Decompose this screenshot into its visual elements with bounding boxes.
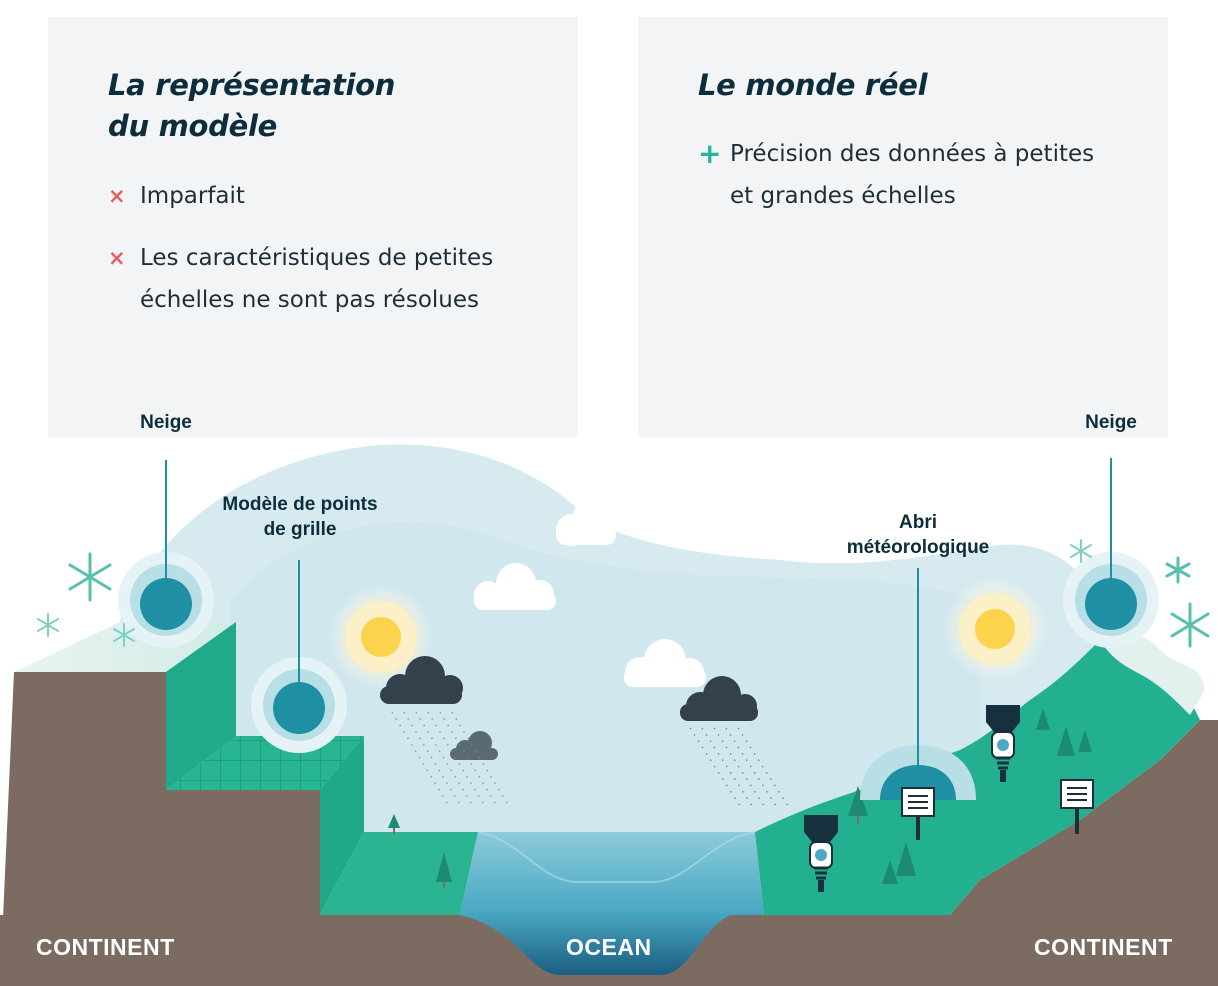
list-item-text: et grandes échelles bbox=[730, 183, 956, 209]
label-line: Abri bbox=[899, 512, 937, 533]
land-green bbox=[755, 635, 1200, 915]
label-ocean: OCEAN bbox=[566, 934, 652, 960]
model-representation-panel: La représentation du modèle × Imparfait … bbox=[48, 17, 578, 437]
list-item-text: Précision des données à petites bbox=[730, 141, 1095, 167]
real-world-panel: Le monde réel + Précision des données à … bbox=[638, 17, 1168, 437]
rain-cloud-icon bbox=[680, 676, 789, 807]
list-item-imperfect: × Imparfait bbox=[108, 175, 548, 217]
label-snow-right: Neige bbox=[1085, 412, 1137, 433]
cloud-icon bbox=[624, 639, 706, 687]
snowflake-icon bbox=[37, 539, 1092, 647]
panel-title: La représentation du modèle bbox=[108, 65, 548, 147]
list-item-text: Imparfait bbox=[140, 183, 245, 209]
tree-icon bbox=[388, 708, 1092, 888]
snowflake-icon bbox=[1165, 556, 1210, 648]
weather-station-icon bbox=[986, 705, 1020, 782]
title-line: du modèle bbox=[108, 109, 277, 143]
weather-shelter-icon bbox=[1060, 779, 1094, 834]
grid-point-icon bbox=[251, 560, 347, 753]
weather-shelter-icon bbox=[860, 568, 976, 840]
sun-icon bbox=[943, 577, 1047, 681]
snowflake-icon bbox=[68, 552, 112, 602]
title-line: La représentation bbox=[108, 68, 396, 102]
label-line: de grille bbox=[263, 519, 337, 540]
list-item-text: Les caractéristiques de petites bbox=[140, 245, 494, 271]
label-continent-right: CONTINENT bbox=[1034, 934, 1173, 960]
cross-icon: × bbox=[108, 184, 126, 208]
rain-cloud-icon bbox=[380, 656, 511, 809]
cross-icon: × bbox=[108, 246, 126, 270]
label-line: Modèle de points bbox=[222, 494, 378, 515]
label-continent-left: CONTINENT bbox=[36, 934, 175, 960]
list-item-small-scale: × Les caractéristiques de petites échell… bbox=[108, 237, 548, 321]
cloud-icon bbox=[556, 496, 617, 546]
panel-title: Le monde réel bbox=[698, 68, 928, 102]
plus-icon: + bbox=[698, 137, 722, 170]
list-item-text: échelles ne sont pas résolues bbox=[140, 287, 479, 313]
label-grid-model: Modèle de points de grille bbox=[190, 492, 410, 542]
weather-station-icon bbox=[804, 815, 838, 892]
label-line: météorologique bbox=[846, 537, 990, 558]
label-snow-left: Neige bbox=[140, 412, 192, 433]
list-item-precision: + Précision des données à petites et gra… bbox=[698, 133, 1138, 217]
grid-point-icon bbox=[1063, 458, 1159, 648]
label-weather-shelter: Abri météorologique bbox=[818, 510, 1018, 560]
cloud-icon bbox=[474, 563, 556, 610]
grid-point-icon bbox=[118, 460, 214, 648]
sun-icon bbox=[329, 585, 433, 689]
